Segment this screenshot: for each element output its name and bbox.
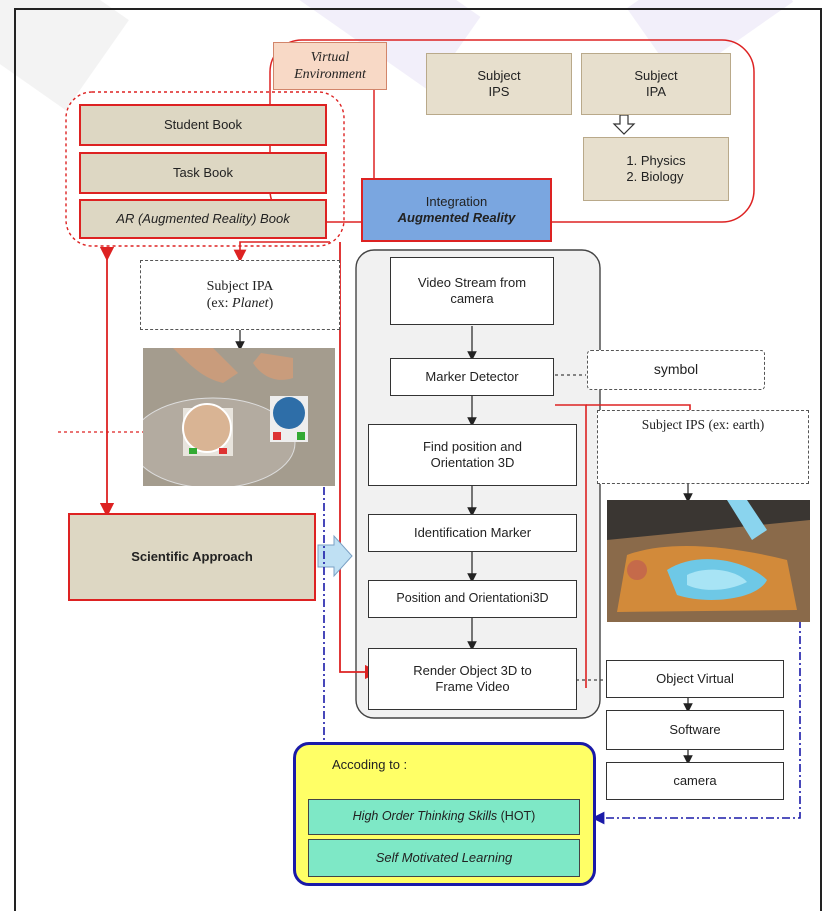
- according-to-container: Accoding to : High Order Thinking Skills…: [293, 742, 596, 886]
- identification-marker-label: Identification Marker: [413, 524, 532, 540]
- subject-ipa-box: Subject IPA: [581, 53, 731, 115]
- object-virtual-box: Object Virtual: [606, 660, 784, 698]
- student-book-box: Student Book: [79, 104, 327, 146]
- ar-planet-photo: [143, 348, 335, 486]
- position-orientation-box: Position and Orientationi3D: [368, 580, 577, 618]
- ar-sandbox-photo-image: [607, 500, 810, 622]
- virtual-environment-label: Virtual Environment: [294, 49, 366, 83]
- self-motivated-label: Self Motivated Learning: [375, 849, 513, 865]
- object-virtual-label: Object Virtual: [656, 670, 734, 686]
- ar-book-box: AR (Augmented Reality) Book: [79, 199, 327, 239]
- render-object-label: Render Object 3D to Frame Video: [413, 662, 532, 694]
- physics-biology-label: 1. Physics 2. Biology: [626, 152, 686, 184]
- camera-label: camera: [673, 772, 717, 788]
- identification-marker-box: Identification Marker: [368, 514, 577, 552]
- subject-ips-label: Subject IPS: [477, 67, 521, 99]
- task-book-box: Task Book: [79, 152, 327, 194]
- video-stream-box: Video Stream from camera: [390, 257, 554, 325]
- scientific-approach-label: Scientific Approach: [131, 548, 253, 564]
- ar-sandbox-photo: [607, 500, 810, 622]
- subject-ips-box: Subject IPS: [426, 53, 572, 115]
- marker-detector-box: Marker Detector: [390, 358, 554, 396]
- software-box: Software: [606, 710, 784, 750]
- integration-box: Integration Augmented Reality: [361, 178, 552, 242]
- subject-ipa-planet-label: Subject IPA: [206, 278, 274, 294]
- subject-ips-earth-label: Subject IPS (ex: earth): [641, 417, 765, 432]
- ar-book-label: AR (Augmented Reality) Book: [116, 210, 290, 226]
- symbol-box: symbol: [587, 350, 765, 390]
- subject-ipa-planet-box: Subject IPA (ex: Planet): [140, 260, 340, 330]
- subject-ips-earth-box: Subject IPS (ex: earth): [597, 410, 809, 484]
- hot-label: High Order Thinking Skills (HOT): [352, 809, 536, 824]
- camera-box: camera: [606, 762, 784, 800]
- render-object-box: Render Object 3D to Frame Video: [368, 648, 577, 710]
- self-motivated-box: Self Motivated Learning: [308, 839, 580, 877]
- task-book-label: Task Book: [173, 164, 233, 180]
- symbol-label: symbol: [653, 361, 699, 378]
- scientific-approach-box: Scientific Approach: [68, 513, 316, 601]
- find-position-label: Find position and Orientation 3D: [422, 438, 522, 470]
- ar-planet-photo-image: [143, 348, 335, 486]
- subject-ipa-planet-example: (ex: Planet): [206, 296, 274, 311]
- find-position-box: Find position and Orientation 3D: [368, 424, 577, 486]
- diagram-frame: [14, 8, 822, 911]
- integration-subtitle: Augmented Reality: [397, 210, 516, 225]
- according-to-label: Accoding to :: [332, 757, 408, 772]
- software-label: Software: [669, 721, 721, 737]
- marker-detector-label: Marker Detector: [425, 368, 519, 384]
- video-stream-label: Video Stream from camera: [417, 274, 527, 306]
- position-orientation-label: Position and Orientationi3D: [396, 591, 549, 606]
- integration-label: Integration: [425, 193, 488, 209]
- subject-ipa-label: Subject IPA: [634, 67, 678, 99]
- hot-box: High Order Thinking Skills (HOT): [308, 799, 580, 835]
- physics-biology-box: 1. Physics 2. Biology: [583, 137, 729, 201]
- virtual-environment-box: Virtual Environment: [273, 42, 387, 90]
- student-book-label: Student Book: [163, 116, 243, 132]
